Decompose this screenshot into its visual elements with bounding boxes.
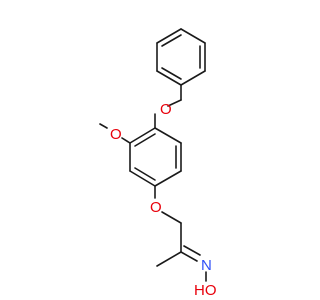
- aryl-ether-oxygen-label: O: [150, 199, 162, 216]
- molecule-structure: O O O N HO: [99, 28, 217, 299]
- atom-labels: O O O N HO: [110, 101, 217, 299]
- oxime-nitrogen-label: N: [201, 257, 212, 274]
- benzyl-linker: [154, 84, 182, 129]
- methoxy-oxygen-label: O: [110, 126, 122, 143]
- benzyl-ether-oxygen-label: O: [160, 101, 172, 118]
- benzyl-phenyl-ring: [156, 28, 206, 86]
- methoxy-group: [99, 123, 131, 144]
- side-chain: [154, 185, 207, 282]
- structure-diagram: O O O N HO: [99, 28, 217, 299]
- central-benzene-ring: [129, 127, 182, 187]
- hydroxyl-label: HO: [194, 282, 217, 299]
